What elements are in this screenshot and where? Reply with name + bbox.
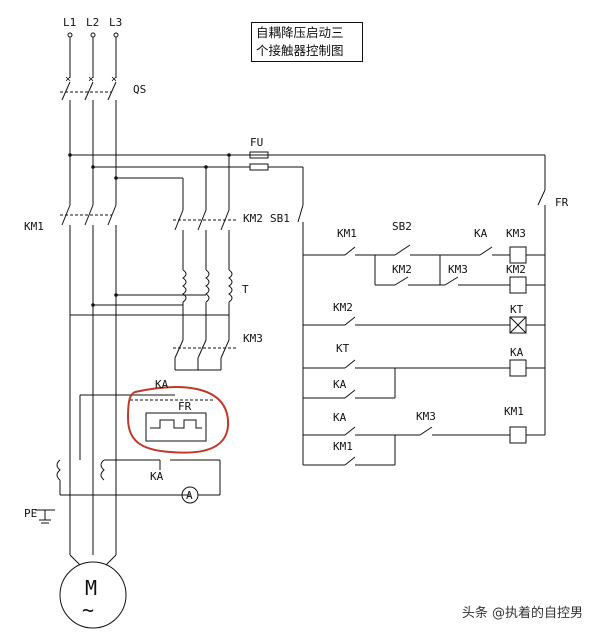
control-circuit [249,151,546,466]
label-l2: L2 [86,16,99,29]
label-r3-km2: KM2 [333,301,353,314]
coil-km3 [509,246,527,264]
label-t: T [242,283,249,296]
label-sb1: SB1 [270,212,290,225]
label-r4-ka: KA [333,378,347,391]
title-line-1: 自耦降压启动三 [256,25,344,40]
svg-text:×: × [88,74,94,85]
label-l3: L3 [109,16,122,29]
watermark: 头条 @执着的自控男 [458,601,586,622]
phase-lines: × × × [35,32,545,629]
label-r1-km1: KM1 [337,227,357,240]
motor-symbol [59,561,127,629]
label-r1-sb2: SB2 [392,220,412,233]
label-ka-top: KA [155,378,169,391]
svg-text:×: × [65,74,71,85]
label-ka-bottom: KA [150,470,164,483]
label-pe: PE [24,507,37,520]
coil-ka [509,359,527,377]
label-r3-coil: KT [510,303,524,316]
label-r5-km3: KM3 [416,410,436,423]
highlight-ellipse [126,386,230,454]
label-r2-km3: KM3 [448,263,468,276]
label-km3-main: KM3 [243,332,263,345]
label-r1-coil: KM3 [506,227,526,240]
label-km2-main: KM2 [243,212,263,225]
label-fu: FU [250,136,263,149]
label-fr-relay: FR [178,400,192,413]
label-l1: L1 [63,16,76,29]
svg-text:×: × [111,74,117,85]
title-line-2: 个接触器控制图 [256,43,344,58]
label-fr-control: FR [555,196,569,209]
label-motor-tilde: ~ [82,598,94,622]
label-r4-coil: KA [510,346,524,359]
label-motor-m: M [85,576,97,600]
diagram-title: 自耦降压启动三 个接触器控制图 [251,22,363,62]
label-r6-km1: KM1 [333,440,353,453]
label-r2-coil: KM2 [506,263,526,276]
label-ammeter: A [186,489,193,502]
coil-km2 [509,276,527,294]
label-r1-ka: KA [474,227,488,240]
label-km1-main: KM1 [24,220,44,233]
label-qs: QS [133,83,146,96]
label-r4-kt: KT [336,342,350,355]
label-r5-coil: KM1 [504,405,524,418]
label-r5-ka: KA [333,411,347,424]
coil-km1 [509,426,527,444]
label-r2-km2: KM2 [392,263,412,276]
